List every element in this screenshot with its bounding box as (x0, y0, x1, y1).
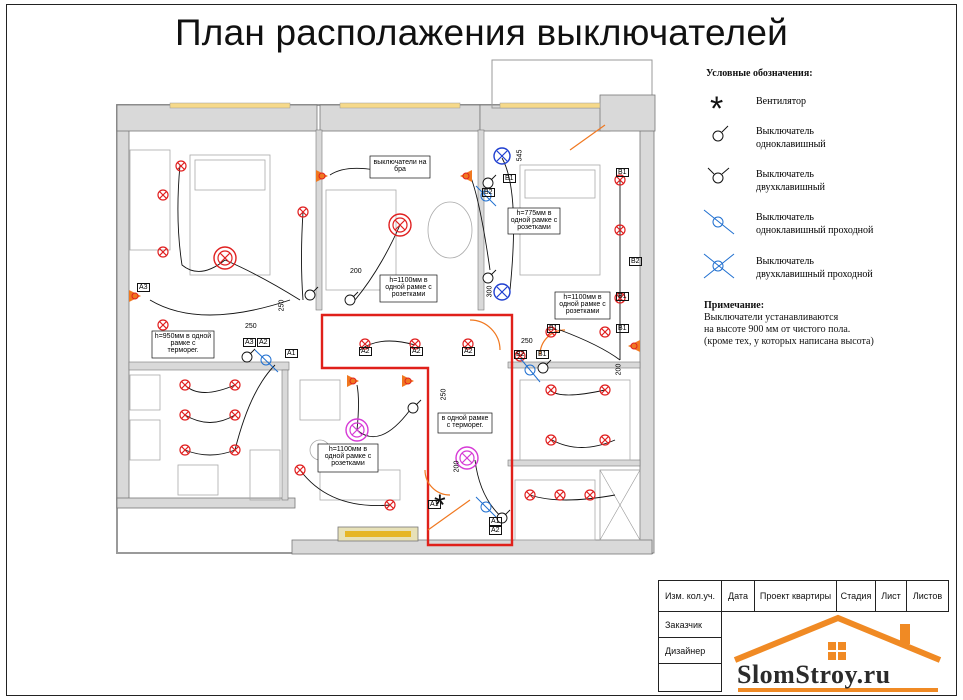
code-a2-hall-4: A2 (489, 526, 502, 535)
fan-asterisk-icon: * (710, 90, 723, 128)
code-b1-bed2: B1 (616, 324, 629, 333)
slomstroy-logo (733, 614, 942, 692)
note: Примечание: Выключатели устанавливаются … (704, 300, 954, 348)
code-a2: A2 (257, 338, 270, 347)
stamp-sheets: Листов (906, 580, 949, 612)
label-sconce-switches: выключатели на бра (373, 159, 427, 173)
code-a2-hall-1: A2 (359, 347, 372, 356)
code-b1-wall-2: B1 (616, 292, 629, 301)
logo-text: SlomStroy.ru (737, 660, 891, 689)
legend-item-single: Выключатель одноклавишный (756, 126, 826, 150)
code-b2-kid: B2 (514, 350, 527, 359)
page-title: План располажения выключателей (175, 12, 788, 53)
legend-item-double-pass: Выключатель двухклавишный проходной (756, 256, 873, 280)
code-a1-bath: A1 (428, 500, 441, 509)
code-a1-hall: A1 (489, 517, 502, 526)
dim-545: 545 (516, 149, 524, 162)
switch-double-passthrough-icon (703, 253, 735, 279)
dim-250-bath: 250 (440, 388, 448, 401)
code-a2-hall-2: A2 (410, 347, 423, 356)
switch-single-icon (712, 125, 729, 142)
code-a3b: A3 (243, 338, 256, 347)
dim-250-kids: 250 (245, 323, 257, 330)
drawing-sheet-border (6, 4, 957, 696)
dim-200-bath: 200 (453, 460, 461, 473)
dim-250-living: 250 (278, 299, 286, 312)
stamp-blank (658, 663, 722, 692)
legend-heading: Условные обозначения: (706, 68, 813, 79)
code-a2-hall-3: A2 (462, 347, 475, 356)
stamp-sheet: Лист (875, 580, 907, 612)
stamp-date: Дата (721, 580, 755, 612)
code-b1-kid: B1 (547, 324, 560, 333)
dim-250-hall: 250 (521, 338, 533, 345)
legend: Условные обозначения: (700, 68, 955, 79)
dim-300: 300 (486, 285, 494, 298)
code-a3: A3 (137, 283, 150, 292)
stamp-project: Проект квартиры (754, 580, 837, 612)
dim-200-bedroom: 200 (615, 363, 623, 376)
label-h775: h=775мм в одной рамке с розетками (510, 210, 558, 231)
switch-single-passthrough-icon (703, 209, 735, 235)
dim-200-living: 200 (350, 268, 362, 275)
note-line: Выключатели устанавливаются (704, 312, 839, 323)
code-b1-wall: B1 (616, 168, 629, 177)
code-b2-bed: B2 (482, 188, 495, 197)
legend-item-single-pass: Выключатель одноклавишный проходной (756, 212, 874, 236)
label-h1100-kitchen: h=1100мм в одной рамке с розетками (324, 446, 372, 467)
svg-text:*: * (710, 90, 723, 128)
label-thermo: в одной рамке с терморег. (441, 415, 489, 429)
stamp-stage: Стадия (836, 580, 876, 612)
switch-double-icon (707, 167, 730, 184)
label-h1100-living: h=1100мм в одной рамке с розетками (385, 277, 432, 298)
title-block: Изм. кол.уч. Дата Проект квартиры Стадия… (658, 580, 949, 692)
code-b2-wall: B2 (629, 257, 642, 266)
note-line: (кроме тех, у которых написана высота) (704, 336, 874, 347)
stamp-customer: Заказчик (658, 611, 722, 638)
label-h1100-bedroom: h=1100мм в одной рамке с розетками (559, 294, 606, 315)
stamp-designer: Дизайнер (658, 637, 722, 664)
note-heading: Примечание: (704, 300, 765, 311)
code-b1-kid2: B1 (536, 350, 549, 359)
label-h950: h=950мм в одной рамке с терморег. (154, 333, 212, 354)
legend-item-fan: Вентилятор (756, 96, 807, 107)
stamp-rev-count: Изм. кол.уч. (658, 580, 722, 612)
legend-symbols: * (703, 90, 735, 279)
note-line: на высоте 900 мм от чистого пола. (704, 324, 851, 335)
legend-item-double: Выключатель двухклавишный (756, 169, 825, 193)
code-b1-bed: B1 (503, 174, 516, 183)
code-a1: A1 (285, 349, 298, 358)
